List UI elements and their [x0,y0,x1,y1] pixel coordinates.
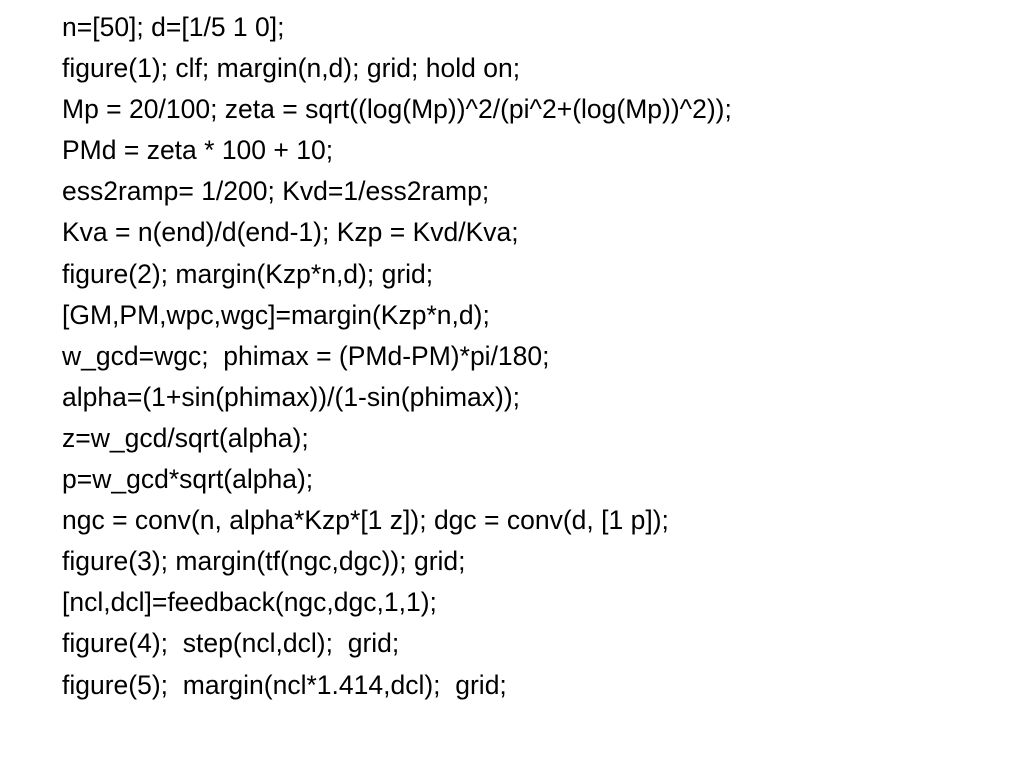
code-line: PMd = zeta * 100 + 10; [62,135,334,166]
code-line: figure(3); margin(tf(ngc,dgc)); grid; [62,546,466,577]
code-line: ess2ramp= 1/200; Kvd=1/ess2ramp; [62,176,490,207]
code-line: ngc = conv(n, alpha*Kzp*[1 z]); dgc = co… [62,505,669,536]
code-line: [GM,PM,wpc,wgc]=margin(Kzp*n,d); [62,299,490,330]
code-listing: n=[50]; d=[1/5 1 0]; figure(1); clf; mar… [62,7,732,706]
code-line: figure(4); step(ncl,dcl); grid; [62,628,400,659]
code-line: alpha=(1+sin(phimax))/(1-sin(phimax)); [62,381,521,412]
code-line: Kva = n(end)/d(end-1); Kzp = Kvd/Kva; [62,217,519,248]
code-line: p=w_gcd*sqrt(alpha); [62,464,314,495]
code-line: Mp = 20/100; zeta = sqrt((log(Mp))^2/(pi… [62,94,732,125]
code-line: [ncl,dcl]=feedback(ngc,dgc,1,1); [62,587,437,618]
code-line: z=w_gcd/sqrt(alpha); [62,422,309,453]
code-line: figure(5); margin(ncl*1.414,dcl); grid; [62,669,507,700]
code-line: n=[50]; d=[1/5 1 0]; [62,12,285,42]
code-line: figure(1); clf; margin(n,d); grid; hold … [62,53,521,84]
code-line: figure(2); margin(Kzp*n,d); grid; [62,258,434,289]
code-line: w_gcd=wgc; phimax = (PMd-PM)*pi/180; [62,340,550,371]
